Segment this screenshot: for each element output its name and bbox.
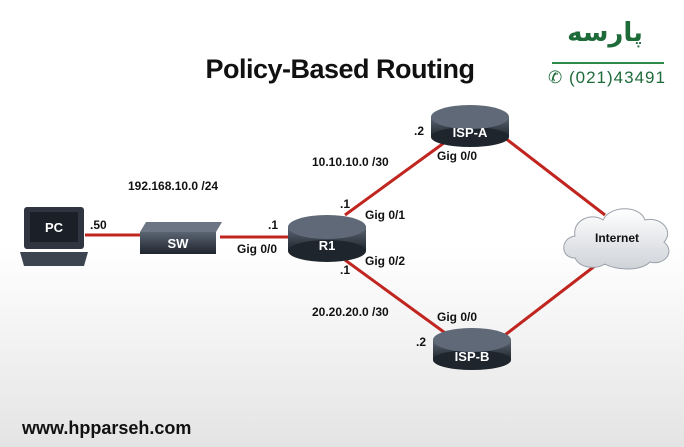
lan-network-label: 192.168.10.0 /24 [128, 179, 218, 193]
net-a-label: 10.10.10.0 /30 [312, 155, 389, 169]
phone-number: ✆ (021)43491 [548, 68, 666, 88]
internet-cloud[interactable]: Internet [563, 208, 670, 270]
r1-lan-ip-label: .1 [268, 218, 278, 232]
logo-divider [552, 62, 664, 64]
r1-gig01-label: Gig 0/1 [365, 208, 405, 222]
pc-device[interactable]: PC [20, 207, 88, 266]
ispb-gig00-label: Gig 0/0 [437, 310, 477, 324]
interface-labels: 192.168.10.0 /24 .50 .1 Gig 0/0 10.10.10… [90, 124, 477, 349]
links [85, 136, 606, 337]
isp-a-label: ISP-A [453, 125, 488, 140]
sw-device[interactable]: SW [140, 222, 222, 254]
brand-logo: پارسه ✆ (021)43491 [540, 12, 670, 92]
r1-label: R1 [319, 238, 336, 253]
ispa-gig00-label: Gig 0/0 [437, 149, 477, 163]
pc-ip-label: .50 [90, 218, 107, 232]
link-ispa-internet [504, 136, 606, 217]
diagram-title: Policy-Based Routing [205, 54, 474, 84]
isp-a-device[interactable]: ISP-A [431, 105, 509, 147]
r1-a-ip-label: .1 [340, 197, 350, 211]
ispb-ip-label: .2 [416, 335, 426, 349]
r1-gig02-label: Gig 0/2 [365, 254, 405, 268]
r1-b-ip-label: .1 [340, 263, 350, 277]
isp-b-device[interactable]: ISP-B [433, 328, 511, 370]
link-r1-ispa [344, 138, 449, 217]
internet-label: Internet [595, 231, 639, 245]
footer-url: www.hpparseh.com [22, 418, 192, 438]
isp-b-label: ISP-B [455, 349, 490, 364]
pc-label: PC [45, 220, 64, 235]
sw-label: SW [168, 236, 190, 251]
brand-name: پارسه [567, 18, 643, 48]
link-r1-ispb [344, 258, 449, 337]
net-b-label: 20.20.20.0 /30 [312, 305, 389, 319]
phone-text: (021)43491 [568, 68, 666, 87]
phone-icon: ✆ [548, 68, 564, 87]
link-ispb-internet [504, 260, 601, 337]
r1-device[interactable]: R1 [288, 215, 366, 262]
ispa-ip-label: .2 [414, 124, 424, 138]
r1-gig00-label: Gig 0/0 [237, 242, 277, 256]
